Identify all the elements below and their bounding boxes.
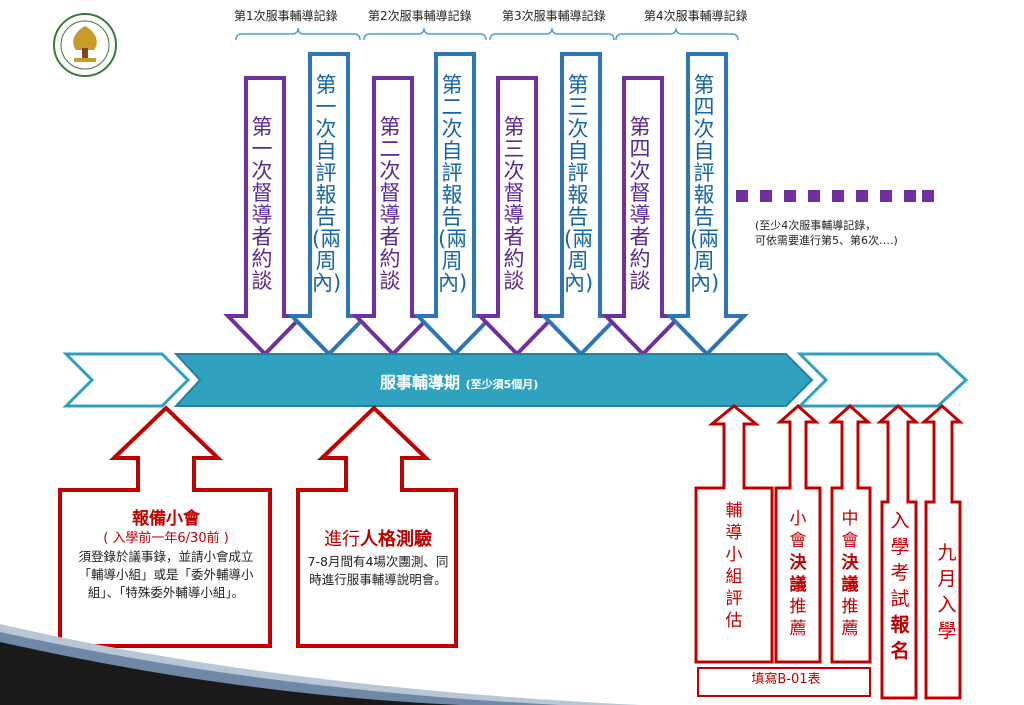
step-3-pre: 中會 (841, 509, 859, 551)
step-shape-4 (876, 403, 920, 700)
arrow-self-report-4 (665, 52, 749, 357)
arrow-text-supervisor-2: 第二次督導者約談 (379, 115, 401, 293)
report-subtitle: ( 入學前一年6/30前 ) (103, 531, 229, 546)
report-body: 須登錄於議事錄，並請小會成立「輔導小組」或是「委外輔導小組」、「特殊委外輔導小組… (78, 549, 254, 600)
bracket-2 (363, 27, 487, 41)
timeline-main-bar (173, 353, 814, 407)
slide-swoosh-decoration (0, 624, 640, 705)
timeline (62, 352, 969, 408)
test-title-bold: 人格測驗 (360, 529, 432, 550)
report-box-shape (58, 405, 272, 648)
arrow-supervisor-3 (475, 76, 559, 357)
bottom-left-boxes (58, 405, 458, 648)
arrow-text-supervisor-4: 第四次督導者約談 (629, 115, 651, 293)
form-label-box (697, 667, 871, 697)
arrow-supervisor-2 (351, 76, 435, 357)
continuation-dots (736, 190, 934, 202)
step-exam-registration: 入學考試報名 (889, 508, 911, 664)
right-steps (694, 403, 964, 700)
bracket-4 (615, 27, 739, 41)
timeline-subtitle: (至少須5個月) (465, 378, 539, 391)
bracket-1 (235, 27, 361, 41)
step-3-post: 推薦 (841, 597, 859, 639)
test-title: 進行人格測驗 (302, 527, 454, 553)
timeline-start-chevron (62, 352, 191, 408)
record-label-4: 第4次服事輔導記錄 (644, 9, 748, 23)
step-shape-1 (694, 404, 774, 664)
step-presbytery-recommend: 中會決議推薦 (839, 508, 861, 640)
test-box-shape (296, 405, 458, 648)
note-line-2: 可依需要進行第5、第6次….) (755, 234, 898, 247)
arrow-self-report-3 (539, 52, 623, 357)
test-box: 進行人格測驗 7-8月間有4場次團測、同時進行服事輔導說明會。 (302, 527, 454, 589)
step-3-bold: 決議 (841, 553, 859, 595)
record-brackets (235, 27, 739, 41)
report-title: 報備小會 (132, 509, 200, 529)
step-shape-5 (920, 403, 964, 700)
arrow-text-self-report-4: 第四次自評報告(兩周內) (690, 73, 720, 295)
timeline-title: 服事輔導期 (380, 373, 461, 392)
arrow-self-report-1 (287, 52, 371, 357)
seminary-logo (53, 13, 117, 77)
arrow-text-supervisor-3: 第三次督導者約談 (503, 115, 525, 293)
step-shape-2 (774, 403, 822, 664)
record-label-1: 第1次服事輔導記錄 (234, 9, 338, 23)
arrow-supervisor-4 (601, 76, 685, 357)
continuation-note: (至少4次服事輔導記錄， 可依需要進行第5、第6次….) (755, 218, 898, 248)
step-shape-3 (828, 403, 872, 664)
arrow-supervisor-1 (223, 76, 307, 357)
report-box: 報備小會 ( 入學前一年6/30前 ) 須登錄於議事錄，並請小會成立「輔導小組」… (66, 508, 266, 602)
record-label-3: 第3次服事輔導記錄 (502, 9, 606, 23)
record-label-2: 第2次服事輔導記錄 (368, 9, 472, 23)
step-4-pre: 入學考試 (890, 510, 910, 610)
timeline-label: 服事輔導期 (至少須5個月) (380, 369, 538, 393)
step-2-pre: 小會 (789, 509, 807, 551)
timeline-end-chevron (796, 352, 969, 408)
arrow-text-self-report-3: 第三次自評報告(兩周內) (564, 73, 594, 295)
step-2-post: 推薦 (789, 597, 807, 639)
step-4-bold: 報名 (890, 614, 910, 662)
arrow-text-supervisor-1: 第一次督導者約談 (251, 115, 273, 293)
down-arrows (223, 52, 749, 357)
step-session-recommend: 小會決議推薦 (787, 508, 809, 640)
step-september-enrollment: 九月入學 (937, 542, 957, 642)
form-label: 填寫B-01表 (751, 672, 821, 687)
note-line-1: (至少4次服事輔導記錄， (755, 219, 877, 232)
arrow-text-self-report-1: 第一次自評報告(兩周內) (312, 73, 342, 295)
step-2-bold: 決議 (789, 553, 807, 595)
step-evaluation: 輔導小組評估 (725, 501, 743, 631)
test-title-prefix: 進行 (324, 529, 360, 550)
arrow-self-report-2 (413, 52, 497, 357)
arrow-text-self-report-2: 第二次自評報告(兩周內) (438, 73, 468, 295)
test-body: 7-8月間有4場次團測、同時進行服事輔導說明會。 (307, 554, 449, 587)
bracket-3 (489, 27, 615, 41)
